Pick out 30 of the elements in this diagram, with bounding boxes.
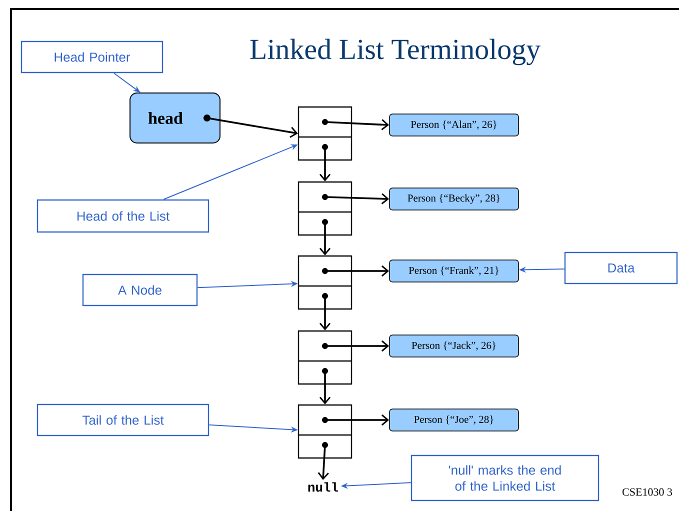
data-box: Person {“Frank”, 21} bbox=[389, 260, 519, 282]
pointer-arrow bbox=[325, 340, 390, 352]
list-node bbox=[298, 330, 352, 385]
data-box: Person {“Jack”, 26} bbox=[389, 334, 519, 358]
pointer-arrow bbox=[319, 222, 331, 256]
callout-box: A Node bbox=[82, 274, 198, 306]
list-node bbox=[298, 404, 352, 459]
list-node bbox=[298, 181, 352, 236]
callout-box: Head Pointer bbox=[20, 40, 164, 74]
list-node bbox=[298, 106, 352, 161]
pointer-arrow bbox=[319, 296, 331, 330]
pointer-arrow bbox=[325, 414, 390, 426]
data-box: Person {“Joe”, 28} bbox=[389, 408, 519, 432]
data-box: Person {“Alan”, 26} bbox=[389, 114, 519, 136]
callout-box: Data bbox=[564, 252, 678, 284]
pointer-arrow bbox=[325, 265, 390, 277]
page-number: CSE1030 3 bbox=[622, 488, 672, 496]
pointer-arrow bbox=[319, 147, 331, 182]
pointer-box: head bbox=[130, 92, 220, 144]
callout-box: Head of the List bbox=[36, 199, 210, 233]
list-node bbox=[298, 255, 352, 310]
callout-box: 'null' marks the end of the Linked List bbox=[410, 454, 600, 502]
data-box: Person {“Becky”, 28} bbox=[389, 188, 519, 210]
pointer-arrow bbox=[319, 371, 331, 404]
slide-title: Linked List Terminology bbox=[250, 38, 541, 66]
pointer-arrow bbox=[324, 193, 390, 204]
pointer-arrow bbox=[324, 119, 390, 130]
null-text: null bbox=[308, 482, 338, 492]
pointer-arrow bbox=[318, 444, 329, 480]
callout-box: Tail of the List bbox=[36, 404, 210, 436]
